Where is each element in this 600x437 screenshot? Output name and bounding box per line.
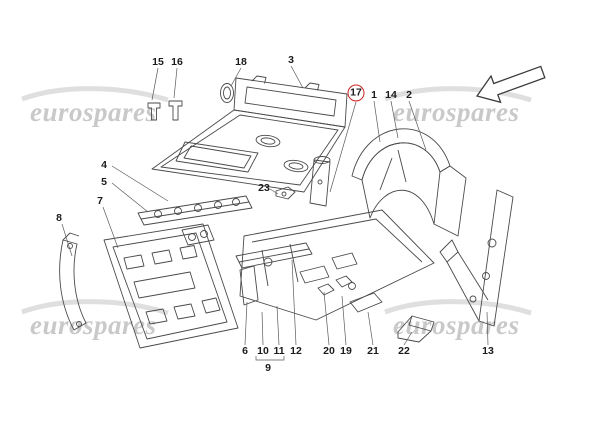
center-floor-structure xyxy=(235,156,435,321)
callout-9[interactable]: 9 xyxy=(265,361,271,374)
drilled-rail-4-5 xyxy=(137,195,253,226)
callout-7[interactable]: 7 xyxy=(97,194,103,207)
watermark-top-left: eurospares xyxy=(21,86,169,127)
frame-rail-13 xyxy=(439,189,514,327)
callout-15[interactable]: 15 xyxy=(152,55,164,68)
callout-11[interactable]: 11 xyxy=(273,344,285,357)
direction-arrow-icon xyxy=(475,65,546,104)
clip-16 xyxy=(168,100,183,121)
callout-18[interactable]: 18 xyxy=(235,55,247,68)
bumper-bar-8 xyxy=(59,232,87,331)
watermark-bottom-left: eurospares xyxy=(21,299,169,340)
callout-22[interactable]: 22 xyxy=(398,344,410,357)
front-frame-7 xyxy=(103,223,239,349)
callout-14[interactable]: 14 xyxy=(385,88,397,101)
callout-6[interactable]: 6 xyxy=(242,344,248,357)
callout-10[interactable]: 10 xyxy=(257,344,269,357)
callout-17-highlighted[interactable]: 17 xyxy=(347,84,365,102)
callout-16[interactable]: 16 xyxy=(171,55,183,68)
watermark-text: eurospares xyxy=(393,310,520,340)
clip-15 xyxy=(147,102,161,121)
callout-2[interactable]: 2 xyxy=(406,88,412,101)
callout-1[interactable]: 1 xyxy=(371,88,377,101)
bulkhead-floor-panel xyxy=(151,75,348,193)
callout-13[interactable]: 13 xyxy=(482,344,494,357)
callout-3[interactable]: 3 xyxy=(288,53,294,66)
callout-21[interactable]: 21 xyxy=(367,344,379,357)
watermark-text: eurospares xyxy=(30,310,157,340)
bracket-23 xyxy=(275,186,296,200)
callout-23[interactable]: 23 xyxy=(258,181,270,194)
grommet-18 xyxy=(220,83,234,103)
watermark-bottom-right: eurospares xyxy=(384,299,532,340)
callout-8[interactable]: 8 xyxy=(56,211,62,224)
watermark-text: eurospares xyxy=(30,97,157,127)
callout-5[interactable]: 5 xyxy=(101,175,107,188)
leader-lines xyxy=(61,65,489,361)
callout-12[interactable]: 12 xyxy=(290,344,302,357)
wheel-arch-panels xyxy=(351,128,467,237)
callout-4[interactable]: 4 xyxy=(101,158,107,171)
bracket-22 xyxy=(397,315,435,343)
callout-19[interactable]: 19 xyxy=(340,344,352,357)
callout-20[interactable]: 20 xyxy=(323,344,335,357)
